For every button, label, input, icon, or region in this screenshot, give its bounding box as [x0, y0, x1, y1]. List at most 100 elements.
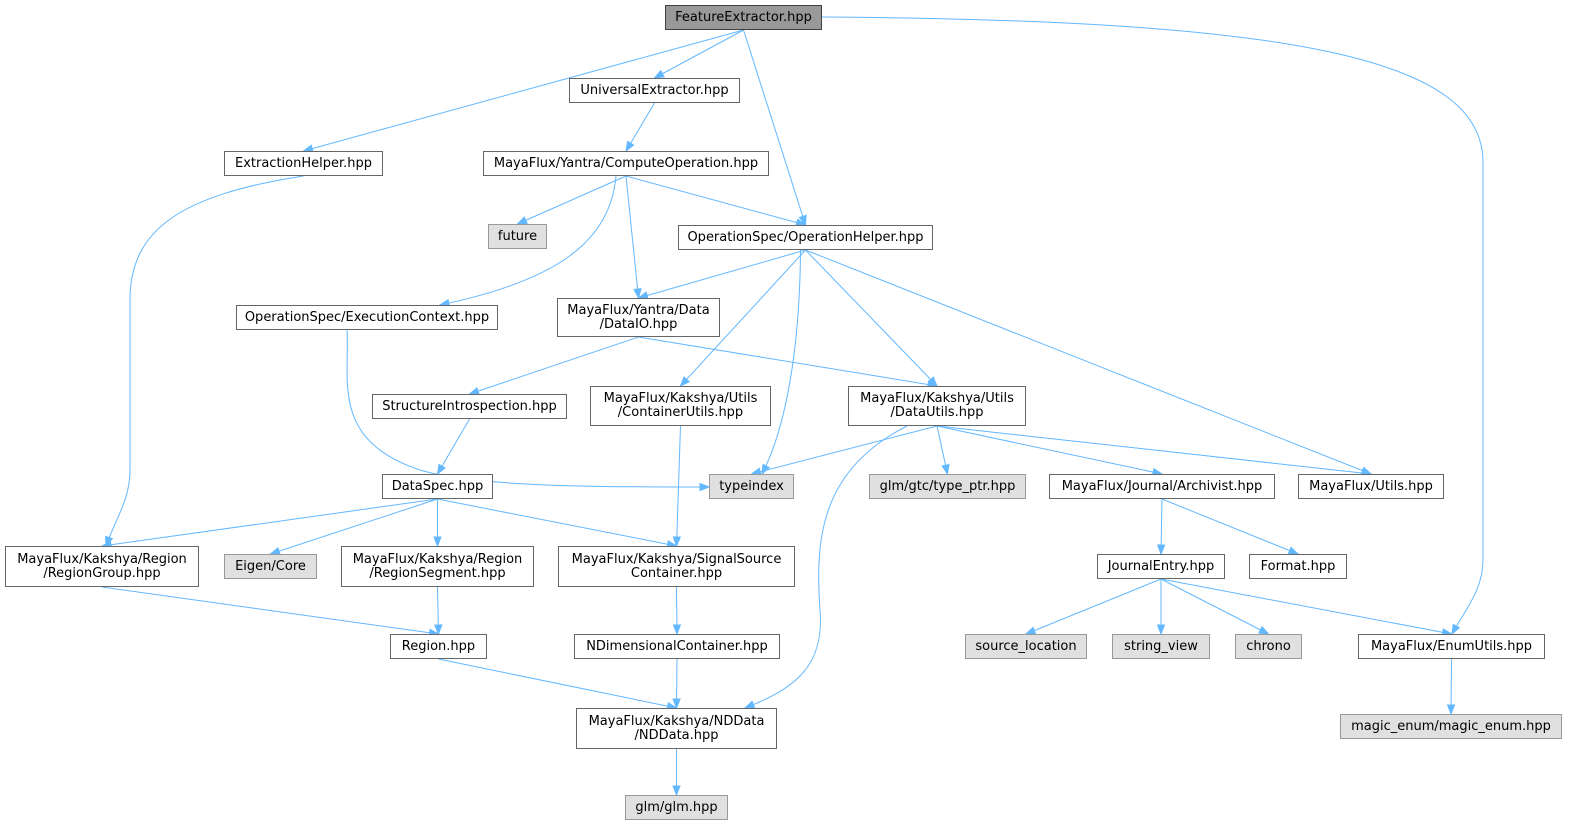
arrowhead-icon [1156, 544, 1166, 556]
edge-co-ec [439, 175, 617, 306]
node-label: MayaFlux/Yantra/Data [567, 302, 710, 318]
edge-co-oh [625, 175, 806, 226]
arrowhead-icon [653, 69, 665, 79]
edge-fe-ue [654, 29, 744, 79]
node-label: MayaFlux/Journal/Archivist.hpp [1061, 478, 1263, 494]
node-label: Eigen/Core [235, 558, 306, 574]
node-fmt[interactable]: Format.hpp [1249, 554, 1347, 579]
node-sv: string_view [1112, 634, 1210, 659]
node-ndd[interactable]: MayaFlux/Kakshya/NDData/NDData.hpp [576, 708, 777, 749]
edge-rg-reg [101, 586, 439, 635]
node-label: Container.hpp [630, 565, 723, 581]
arrowhead-icon [743, 700, 756, 709]
node-ti: typeindex [709, 474, 794, 499]
node-label: Region.hpp [401, 638, 476, 654]
arrowhead-icon [433, 536, 442, 548]
node-sl: source_location [965, 634, 1087, 659]
arrowhead-icon [633, 288, 642, 300]
edge-reg-ndd [438, 658, 677, 709]
arrowhead-icon [672, 785, 681, 797]
edge-fe-eh [303, 29, 744, 152]
edge-co-dio [625, 175, 639, 299]
node-label: MayaFlux/Kakshya/NDData [588, 713, 765, 729]
node-ue[interactable]: UniversalExtractor.hpp [569, 78, 740, 103]
edge-fe-enu [821, 16, 1484, 635]
edge-je-sl [1025, 578, 1162, 635]
node-ut[interactable]: MayaFlux/Utils.hpp [1298, 474, 1444, 499]
edge-je-chr [1160, 578, 1269, 635]
node-fe: FeatureExtractor.hpp [665, 5, 822, 30]
node-label: glm/gtc/type_ptr.hpp [879, 478, 1016, 494]
edge-ar-fmt [1161, 498, 1299, 555]
node-eh[interactable]: ExtractionHelper.hpp [224, 151, 383, 176]
arrowhead-icon [625, 140, 635, 153]
node-me: magic_enum/magic_enum.hpp [1340, 714, 1562, 739]
node-label: /RegionSegment.hpp [369, 565, 506, 581]
node-future: future [488, 224, 547, 249]
node-label: /DataIO.hpp [599, 316, 678, 332]
edge-ds-rg [101, 498, 438, 547]
edge-du-ar [936, 425, 1163, 475]
node-label: MayaFlux/Kakshya/Region [352, 551, 523, 567]
node-dio[interactable]: MayaFlux/Yantra/Data/DataIO.hpp [557, 298, 720, 337]
arrowhead-icon [1287, 546, 1300, 555]
node-label: magic_enum/magic_enum.hpp [1351, 718, 1551, 734]
arrowhead-icon [699, 482, 711, 492]
node-label: UniversalExtractor.hpp [580, 82, 729, 98]
node-label: MayaFlux/Kakshya/Utils [860, 391, 1014, 406]
arrowhead-icon [436, 463, 446, 476]
arrowhead-icon [1024, 626, 1037, 635]
node-label: Format.hpp [1260, 558, 1336, 574]
edge-oh-ti [761, 249, 801, 475]
node-label: OperationSpec/ExecutionContext.hpp [244, 309, 490, 325]
node-co[interactable]: MayaFlux/Yantra/ComputeOperation.hpp [483, 151, 769, 176]
node-ds[interactable]: DataSpec.hpp [382, 474, 493, 499]
node-label: MayaFlux/Kakshya/Region [17, 551, 187, 567]
edge-ds-ssc [437, 498, 677, 547]
node-ec[interactable]: OperationSpec/ExecutionContext.hpp [236, 305, 498, 330]
node-enu[interactable]: MayaFlux/EnumUtils.hpp [1358, 634, 1545, 659]
edge-du-ti [751, 425, 938, 475]
node-du[interactable]: MayaFlux/Kakshya/Utils/DataUtils.hpp [848, 386, 1026, 426]
edge-eh-rg [105, 175, 304, 547]
node-label: ExtractionHelper.hpp [234, 155, 373, 171]
arrowhead-icon [941, 463, 950, 476]
node-label: /DataUtils.hpp [890, 405, 984, 420]
edge-si-ds [437, 418, 470, 475]
node-label: StructureIntrospection.hpp [382, 398, 557, 414]
edge-dio-si [469, 336, 639, 395]
arrowhead-icon [434, 624, 443, 636]
edge-oh-ut [805, 249, 1372, 475]
arrowhead-icon [798, 214, 807, 227]
edge-fe-oh [743, 29, 806, 226]
node-si[interactable]: StructureIntrospection.hpp [372, 394, 567, 419]
arrowhead-icon [516, 216, 528, 225]
node-label: MayaFlux/EnumUtils.hpp [1370, 638, 1533, 654]
node-label: /ContainerUtils.hpp [617, 405, 744, 420]
edge-du-ut [936, 425, 1372, 475]
arrowhead-icon [1451, 623, 1461, 636]
node-rg[interactable]: MayaFlux/Kakshya/Region/RegionGroup.hpp [5, 546, 199, 587]
node-cu[interactable]: MayaFlux/Kakshya/Utils/ContainerUtils.hp… [590, 386, 771, 426]
node-glm: glm/glm.hpp [625, 795, 728, 820]
node-label: JournalEntry.hpp [1107, 558, 1215, 574]
edge-oh-dio [638, 249, 806, 299]
node-label: DataSpec.hpp [391, 478, 484, 494]
edge-oh-du [805, 249, 938, 387]
node-label: NDimensionalContainer.hpp [586, 638, 768, 654]
node-je[interactable]: JournalEntry.hpp [1097, 554, 1225, 579]
node-eig: Eigen/Core [224, 554, 317, 579]
arrowhead-icon [1258, 625, 1270, 635]
node-label: future [497, 228, 538, 244]
edge-du-ndd [744, 425, 908, 709]
node-ar[interactable]: MayaFlux/Journal/Archivist.hpp [1049, 474, 1275, 499]
node-ndc[interactable]: NDimensionalContainer.hpp [574, 634, 780, 659]
node-label: MayaFlux/Kakshya/Utils [603, 391, 758, 406]
node-reg[interactable]: Region.hpp [390, 634, 487, 659]
node-oh[interactable]: OperationSpec/OperationHelper.hpp [678, 225, 933, 250]
node-rs[interactable]: MayaFlux/Kakshya/Region/RegionSegment.hp… [341, 546, 534, 587]
node-label: /NDData.hpp [634, 727, 719, 743]
